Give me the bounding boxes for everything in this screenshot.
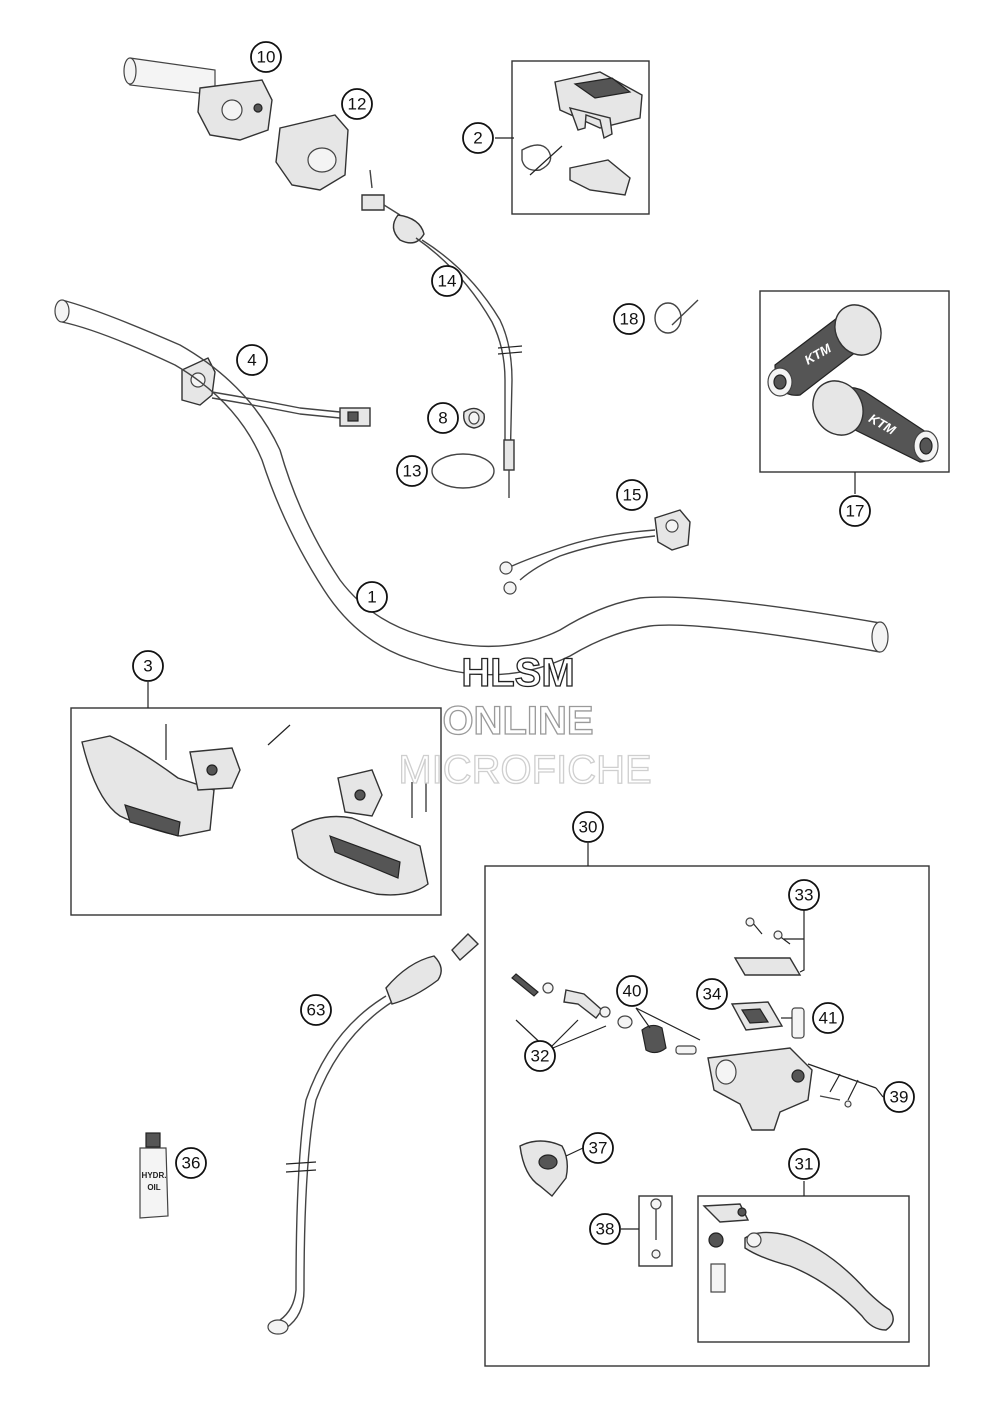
callout-39: 39 [883,1081,915,1113]
callout-33: 33 [788,879,820,911]
watermark-line1: HLSM [461,651,574,695]
callout-14-label: 14 [438,272,457,291]
callout-4: 4 [236,344,268,376]
cable-tie-part [654,299,699,334]
callout-15: 15 [616,479,648,511]
leader-lines [147,137,884,1230]
callout-14: 14 [431,265,463,297]
switch-assembly-box [511,60,650,215]
callout-4-label: 4 [247,351,256,370]
callout-36: 36 [175,1147,207,1179]
callout-10-label: 10 [257,48,276,67]
callout-18-label: 18 [620,310,639,329]
watermark: HLSM ONLINE MICROFICHE [398,650,653,792]
callout-31: 31 [788,1148,820,1180]
callout-30: 30 [572,811,604,843]
callout-31-label: 31 [795,1155,814,1174]
handguard-box [70,707,442,916]
callout-15-label: 15 [623,486,642,505]
callouts: 10 12 2 14 18 4 8 13 15 17 1 3 30 33 63 … [132,41,915,1245]
callout-41: 41 [812,1002,844,1034]
callout-40-label: 40 [623,982,642,1001]
callout-2: 2 [462,122,494,154]
callout-30-label: 30 [579,818,598,837]
callout-2-label: 2 [473,129,482,148]
callout-13: 13 [396,455,428,487]
callout-40: 40 [616,975,648,1007]
throttle-cover-part [275,114,349,191]
callout-38-label: 38 [596,1220,615,1239]
callout-38: 38 [589,1213,621,1245]
callout-39-label: 39 [890,1088,909,1107]
callout-34-label: 34 [703,985,722,1004]
callout-17-label: 17 [846,502,865,521]
clip-part [463,407,485,429]
callout-17: 17 [839,495,871,527]
o-ring-part [431,453,495,489]
callout-12: 12 [341,88,373,120]
callout-32-label: 32 [531,1047,550,1066]
bottle-label-line2: OIL [147,1183,160,1192]
master-cylinder-box [484,865,930,1367]
hose-part [267,933,480,1335]
callout-36-label: 36 [182,1154,201,1173]
cable-part [361,169,523,498]
callout-34: 34 [696,978,728,1010]
switch-cable-part [499,509,691,595]
throttle-grip-part [123,57,273,141]
callout-41-label: 41 [819,1009,838,1028]
callout-33-label: 33 [795,886,814,905]
callout-63: 63 [300,994,332,1026]
callout-18: 18 [613,303,645,335]
oil-bottle-part: HYDR. OIL [139,1132,169,1219]
callout-63-label: 63 [307,1001,326,1020]
callout-1: 1 [356,581,388,613]
callout-8: 8 [427,402,459,434]
watermark-line3: MICROFICHE [398,748,651,792]
handlebar-part [54,299,889,676]
watermark-line2: ONLINE [442,699,593,743]
callout-1-label: 1 [367,588,376,607]
bottle-label-line1: HYDR. [142,1171,167,1180]
callout-13-label: 13 [403,462,422,481]
callout-8-label: 8 [438,409,447,428]
switch-part [181,357,371,427]
callout-37-label: 37 [589,1139,608,1158]
callout-3-label: 3 [143,657,152,676]
callout-32: 32 [524,1040,556,1072]
grips-box: KTM KTM [759,290,950,473]
callout-37: 37 [582,1132,614,1164]
callout-10: 10 [250,41,282,73]
callout-12-label: 12 [348,95,367,114]
callout-3: 3 [132,650,164,682]
